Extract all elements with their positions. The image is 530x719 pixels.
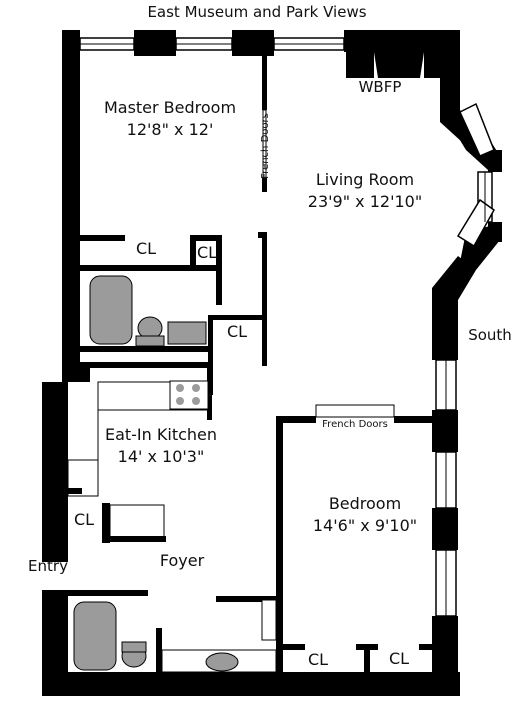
closet-label-master: CL [135, 239, 157, 258]
closet-label-hall: CL [226, 322, 248, 341]
french-doors-vertical-label: French Doors [260, 113, 271, 179]
living-room-name: Living Room [315, 170, 415, 189]
wbfp-label: WBFP [358, 78, 402, 96]
living-room-dims: 23'9" x 12'10" [307, 192, 423, 211]
french-doors-horizontal-label: French Doors [322, 419, 388, 430]
exterior-walls [42, 30, 502, 696]
closet-label-master-2: CL [196, 243, 218, 262]
entry-label: Entry [28, 557, 68, 575]
master-bedroom-dims: 12'8" x 12' [126, 120, 214, 139]
closet-label-bedroom-1: CL [307, 650, 329, 669]
fireplace [374, 52, 424, 78]
foyer-name: Foyer [159, 551, 205, 570]
bedroom-name: Bedroom [328, 494, 402, 513]
kitchen-name: Eat-In Kitchen [104, 425, 218, 444]
view-label: East Museum and Park Views [147, 3, 367, 21]
kitchen-dims: 14' x 10'3" [117, 447, 205, 466]
interior-walls [62, 56, 439, 672]
bath-fixtures [73, 275, 239, 672]
window-mullions [80, 43, 486, 616]
range [169, 380, 209, 410]
bedroom-dims: 14'6" x 9'10" [312, 516, 418, 535]
closet-label-bedroom-2: CL [388, 649, 410, 668]
south-label: South [468, 326, 512, 344]
master-bedroom-name: Master Bedroom [103, 98, 237, 117]
closet-label-foyer: CL [73, 510, 95, 529]
